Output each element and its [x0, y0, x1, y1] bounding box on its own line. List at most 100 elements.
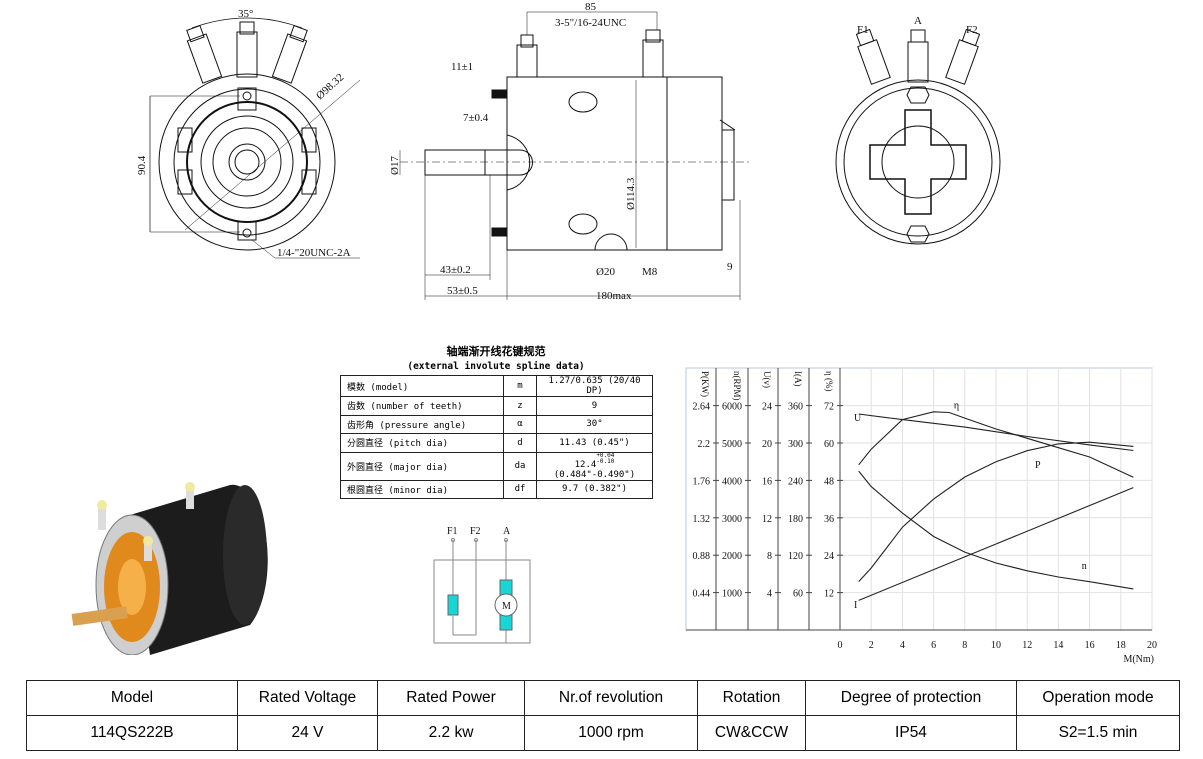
y-axis-label: n(RPM)	[732, 371, 742, 401]
y-tick-label: 3000	[722, 514, 742, 525]
terminal-f2-label: F2	[966, 24, 978, 36]
cell: d	[503, 433, 537, 453]
y-tick-label: 48	[824, 476, 834, 487]
y-tick-label: 60	[824, 439, 834, 450]
wiring-f2-label: F2	[470, 526, 481, 537]
series-label: U	[854, 413, 862, 424]
dim-43: 43±0.2	[440, 264, 471, 276]
cell: α	[503, 414, 537, 434]
y-tick-label: 1000	[722, 589, 742, 600]
y-tick-label: 240	[788, 476, 803, 487]
value-power: 2.2 kw	[377, 715, 525, 751]
y-tick-label: 1.76	[693, 476, 711, 487]
motor-symbol-icon	[494, 593, 518, 617]
dim-9: 9	[727, 261, 733, 273]
y-tick-label: 24	[762, 402, 772, 413]
y-tick-label: 2.64	[693, 402, 711, 413]
series-label: η	[954, 401, 959, 412]
series-line-P	[858, 441, 1134, 582]
cell: m	[503, 375, 537, 397]
y-tick-label: 0.88	[693, 551, 711, 562]
cell: z	[503, 396, 537, 416]
header-revolution: Nr.of revolution	[524, 680, 698, 716]
cell: 模数 (model)	[340, 375, 504, 397]
technical-drawings: 35° Ø98.32 90.4 1/4-"20UNC-2A 85 3-5"/16…	[136, 1, 1001, 302]
header-model: Model	[26, 680, 238, 716]
field-winding-icon	[447, 594, 459, 616]
cell: 9.7 (0.382")	[536, 479, 653, 499]
series-label: n	[1082, 561, 1087, 572]
wiring-f1-label: F1	[447, 526, 458, 537]
dim-11: 11±1	[451, 61, 473, 73]
value-rotation: CW&CCW	[697, 715, 806, 751]
y-tick-label: 36	[824, 514, 834, 525]
dim-terminal-thread: 3-5"/16-24UNC	[555, 17, 626, 29]
wiring-diagram: F1 F2 A M	[433, 526, 531, 644]
y-tick-label: 24	[824, 551, 834, 562]
spline-subtitle: (external involute spline data)	[407, 361, 585, 372]
series-line-η	[858, 411, 1134, 478]
value-protection: IP54	[805, 715, 1017, 751]
header-power: Rated Power	[377, 680, 525, 716]
front-view-drawing	[149, 17, 361, 259]
series-line-n	[858, 470, 1134, 590]
y-tick-label: 1.32	[693, 514, 711, 525]
x-tick-label: 8	[962, 640, 967, 651]
header-protection: Degree of protection	[805, 680, 1017, 716]
performance-chart: P(KW) 0.44 0.88 1.32 1.76 2.2 2.64 n(RPM) 1000 20…	[685, 367, 1157, 665]
y-tick-label: 300	[788, 439, 803, 450]
terminal-a-label: A	[914, 15, 922, 27]
y-tick-label: 6000	[722, 402, 742, 413]
dim-length: 180max	[596, 290, 632, 302]
cell: 外圆直径 (major dia)	[340, 451, 504, 481]
value-operation: S2=1.5 min	[1016, 715, 1180, 751]
series-line-U	[858, 413, 1134, 452]
cell: 根圆直径 (minor dia)	[340, 479, 504, 499]
major-dia-value: 12.4	[574, 459, 597, 470]
y-tick-label: 72	[824, 402, 834, 413]
wiring-motor-label: M	[502, 601, 511, 612]
cell: df	[503, 479, 537, 499]
y-tick-label: 180	[788, 514, 803, 525]
x-tick-label: 16	[1085, 640, 1095, 651]
dim-shaft-dia: Ø17	[389, 156, 401, 175]
cell: 9	[536, 396, 653, 416]
x-tick-label: 10	[991, 640, 1001, 651]
major-dia-inch: (0.484"-0.490")	[553, 469, 636, 480]
cell: 齿形角 (pressure angle)	[340, 414, 504, 434]
dim-angle: 35°	[238, 8, 253, 20]
series-label: P	[1035, 460, 1041, 471]
x-tick-label: 12	[1022, 640, 1032, 651]
y-tick-label: 2.2	[698, 439, 711, 450]
x-tick-label: 14	[1053, 640, 1063, 651]
motor-3d-image	[71, 482, 268, 655]
terminal-f1-label: F1	[857, 24, 869, 36]
y-tick-label: 360	[788, 402, 803, 413]
y-tick-label: 8	[767, 551, 772, 562]
y-tick-label: 12	[762, 514, 772, 525]
y-tick-label: 4	[767, 589, 772, 600]
cell: 11.43 (0.45")	[536, 433, 653, 453]
header-operation: Operation mode	[1016, 680, 1180, 716]
y-tick-label: 0.44	[693, 589, 711, 600]
series-label: I	[854, 600, 857, 611]
chart-frame	[685, 367, 1153, 631]
y-tick-label: 20	[762, 439, 772, 450]
wiring-a-label: A	[503, 526, 511, 537]
value-model: 114QS222B	[26, 715, 238, 751]
y-tick-label: 16	[762, 476, 772, 487]
y-axis-label: P(KW)	[700, 371, 710, 397]
dim-7: 7±0.4	[463, 112, 489, 124]
value-voltage: 24 V	[237, 715, 378, 751]
y-tick-label: 120	[788, 551, 803, 562]
dim-terminal-spacing: 85	[585, 1, 597, 13]
dim-height: 90.4	[136, 155, 148, 175]
x-tick-label: 0	[838, 640, 843, 651]
cell: 30°	[536, 414, 653, 434]
